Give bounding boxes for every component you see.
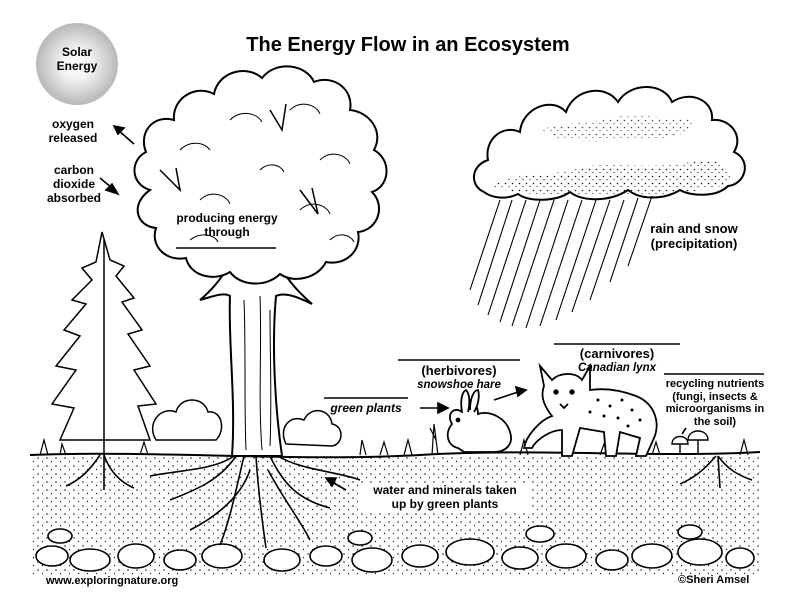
pine-tree — [50, 231, 158, 455]
grass — [39, 423, 749, 456]
producing-label: producing energy through — [158, 211, 296, 240]
herbivores-label: (herbivores) snowshoe hare — [398, 363, 520, 392]
tree-roots — [65, 454, 753, 549]
oxygen-label: oxygen released — [36, 117, 110, 146]
carbon-label-line2: dioxide — [52, 176, 95, 191]
page-title: The Energy Flow in an Ecosystem — [246, 34, 570, 56]
recycling-label-line4: the soil) — [693, 415, 737, 428]
oxygen-label-line1: oxygen — [51, 117, 94, 131]
sun-label-line2: Energy — [56, 58, 98, 73]
cloud-shading-upper — [540, 115, 693, 142]
water-label-line2: up by green plants — [391, 496, 499, 511]
herbivores-heading: (herbivores) — [421, 363, 497, 378]
mushrooms — [671, 430, 709, 455]
herbivores-example: snowshoe hare — [417, 378, 501, 391]
sun-label-line1: Solar — [61, 45, 92, 59]
website-url[interactable]: www.exploringnature.org — [44, 575, 181, 588]
rain — [469, 195, 653, 329]
carnivores-label: (carnivores) Canadian lynx — [554, 346, 680, 375]
oxygen-label-line2: released — [48, 130, 98, 145]
tree-trunk — [199, 261, 313, 457]
canopy-texture — [159, 103, 355, 243]
carbon-label-line1: carbon — [53, 163, 94, 177]
carnivores-example: Canadian lynx — [578, 361, 656, 374]
tree-canopy — [133, 65, 388, 285]
carbon-label: carbon dioxide absorbed — [36, 163, 112, 205]
recycling-label: recycling nutrients (fungi, insects & mi… — [660, 378, 770, 429]
credit-label: ©Sheri Amsel — [676, 574, 752, 587]
cloud-shading — [490, 159, 730, 196]
producing-label-line2: through — [204, 224, 250, 239]
rain-label-line1: rain and snow — [650, 221, 738, 236]
rocks — [35, 524, 755, 573]
recycling-label-line2: (fungi, insects & — [672, 390, 758, 403]
green-plants-label: green plants — [330, 401, 402, 415]
water-label: water and minerals taken up by green pla… — [360, 483, 530, 512]
lynx-spots — [588, 398, 642, 428]
sun-label: Solar Energy — [46, 45, 108, 74]
blank-lines — [176, 247, 764, 399]
water-label-line1: water and minerals taken — [373, 483, 517, 497]
carbon-label-line3: absorbed — [46, 190, 101, 205]
rain-label: rain and snow (precipitation) — [636, 221, 752, 252]
recycling-label-line3: microorganisms in — [665, 403, 765, 416]
carnivores-heading: (carnivores) — [579, 346, 655, 361]
sun — [36, 23, 118, 105]
snowshoe-hare — [446, 388, 512, 453]
producing-label-line1: producing energy — [176, 211, 278, 225]
flow-arrows — [99, 124, 687, 491]
recycling-label-line1: recycling nutrients — [665, 378, 765, 390]
rain-label-line2: (precipitation) — [650, 235, 738, 251]
bushes — [151, 399, 342, 447]
